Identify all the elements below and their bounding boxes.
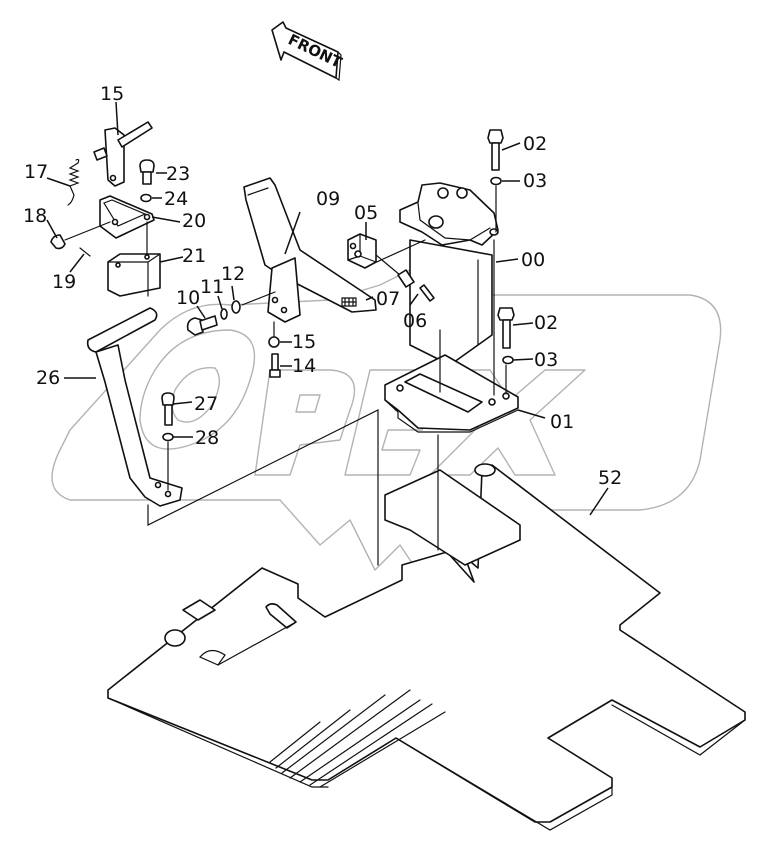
cotter-pin-part-20 [79, 247, 91, 257]
spring-part-18 [67, 158, 80, 206]
callout-28: 28 [195, 427, 219, 449]
front-direction-arrow: FRONT [271, 21, 345, 82]
bolt-part-14 [269, 353, 281, 378]
callout-02-upper: 02 [523, 133, 547, 155]
pedal-part-09 [243, 177, 377, 323]
mounting-plate-part-01 [384, 329, 519, 551]
lever-part-17 [104, 121, 153, 187]
bolt-part-23 [139, 159, 155, 185]
callout-18: 17 [24, 161, 48, 183]
pin-part-06 [419, 284, 435, 302]
bolt-part-02-lower [497, 307, 515, 349]
callout-02-lower: 02 [534, 312, 558, 334]
handle-part-26 [86, 307, 379, 566]
callout-14: 14 [292, 355, 316, 377]
callout-11: 11 [200, 276, 224, 298]
callout-09: 09 [316, 188, 340, 210]
nut-part-15 [268, 321, 280, 348]
callout-23: 23 [166, 163, 190, 185]
callout-03-upper: 03 [523, 170, 547, 192]
callout-01: 01 [550, 411, 574, 433]
callout-20: 19 [52, 271, 76, 293]
control-box-housing-part-00 [369, 182, 499, 366]
callout-27: 27 [194, 393, 218, 415]
callout-21: 20 [182, 210, 206, 232]
callout-07: 07 [376, 288, 400, 310]
callout-26: 26 [36, 367, 60, 389]
callout-00: 00 [521, 249, 545, 271]
callout-15: 15 [292, 331, 316, 353]
block-part-05 [347, 233, 401, 276]
lock-washer-part-11 [220, 308, 228, 320]
callout-12: 12 [221, 263, 245, 285]
bolt-part-27 [161, 392, 175, 426]
washer-part-24 [140, 193, 152, 203]
callout-52: 52 [598, 467, 622, 489]
callout-24: 24 [164, 188, 188, 210]
callout-06: 06 [403, 310, 427, 332]
washer-part-28 [162, 432, 174, 491]
callout-22: 21 [182, 245, 206, 267]
floor-mat-part-52 [107, 463, 746, 831]
bracket-part-21 [99, 195, 155, 239]
washer-part-12 [231, 291, 276, 314]
bolt-part-10 [186, 315, 218, 336]
callout-19: 18 [23, 205, 47, 227]
pin-part-19 [50, 221, 111, 250]
callout-05: 05 [354, 202, 378, 224]
callout-10: 10 [176, 287, 200, 309]
pin-part-07 [397, 269, 415, 288]
callout-labels: 15 17 18 19 23 24 20 21 10 11 12 15 14 0… [23, 83, 622, 489]
leader-lines [46, 101, 609, 516]
washer-part-03-upper [490, 176, 502, 233]
bolt-part-02-upper [487, 129, 504, 171]
pin-part-17b [93, 147, 108, 161]
callout-17: 15 [100, 83, 124, 105]
block-part-22 [107, 221, 161, 297]
callout-03-lower: 03 [534, 349, 558, 371]
